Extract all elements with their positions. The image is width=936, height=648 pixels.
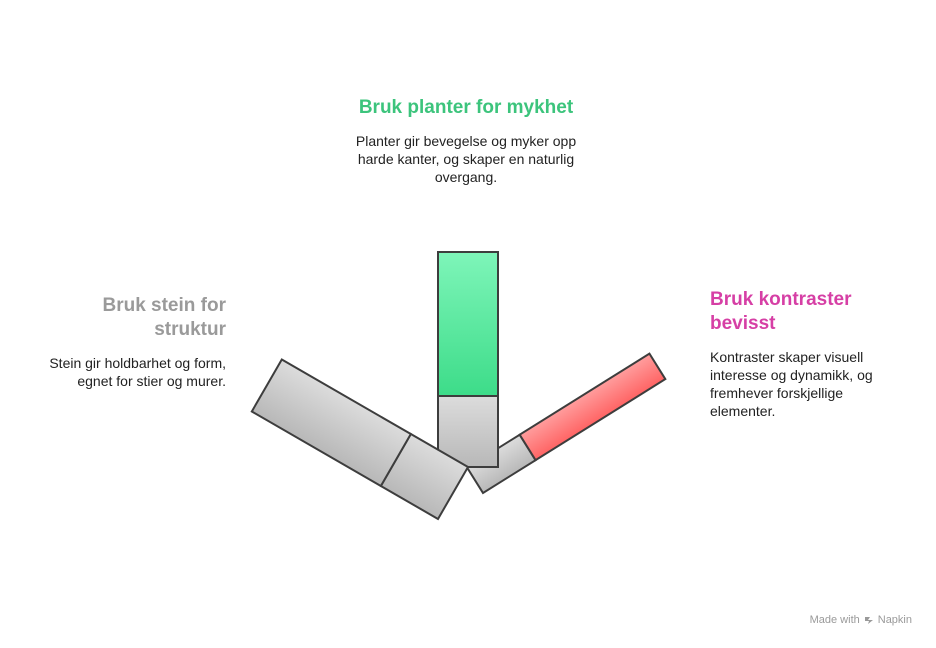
plants-description: Planter gir bevegelse og myker opp harde… <box>355 133 577 185</box>
watermark-brand: Napkin <box>877 614 912 626</box>
stone-description: Stein gir holdbarhet og form, egnet for … <box>49 355 226 389</box>
napkin-watermark[interactable]: Made with Napkin <box>810 614 912 626</box>
plants-bar <box>437 251 499 468</box>
stone-bar-fill <box>250 358 413 488</box>
contrast-bar-fill <box>518 352 667 462</box>
plants-bar-fill <box>437 251 499 397</box>
watermark-prefix: Made with <box>809 614 860 626</box>
stone-text-block: Bruk stein for struktur Stein gir holdba… <box>40 294 226 390</box>
plants-title: Bruk planter for mykhet <box>358 97 574 118</box>
stone-title: Bruk stein for struktur <box>102 295 226 340</box>
contrast-bar <box>465 352 667 495</box>
plants-text-block: Bruk planter for mykhet Planter gir beve… <box>340 96 592 186</box>
napkin-icon <box>864 617 873 624</box>
contrast-description: Kontraster skaper visuell interesse og d… <box>710 349 873 419</box>
contrast-text-block: Bruk kontraster bevisst Kontraster skape… <box>710 288 900 420</box>
stone-bar <box>250 358 470 521</box>
contrast-title: Bruk kontraster bevisst <box>710 289 852 334</box>
